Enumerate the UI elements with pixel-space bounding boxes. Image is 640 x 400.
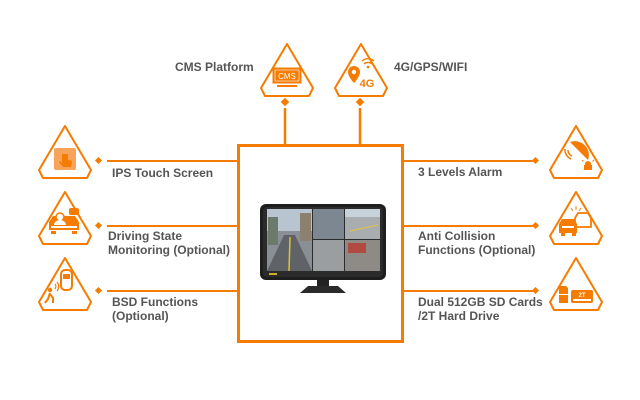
location-4g-wifi-icon: 4G <box>348 58 375 90</box>
bsd-functions-label: BSD Functions (Optional) <box>112 295 198 323</box>
blind-spot-detection-icon <box>44 269 73 304</box>
connectivity-icon-badge: 4G <box>334 43 388 97</box>
touch-screen-icon <box>54 148 76 170</box>
driver-monitoring-icon <box>49 208 79 234</box>
storage-icon: 2T <box>559 286 593 303</box>
driving-state-monitoring-label: Driving State Monitoring (Optional) <box>108 229 230 257</box>
cms-platform-label: CMS Platform <box>175 60 254 74</box>
center-device-box <box>237 144 404 343</box>
storage-label: Dual 512GB SD Cards /2T Hard Drive <box>418 295 543 323</box>
collision-icon <box>559 206 592 236</box>
anti-collision-label: Anti Collision Functions (Optional) <box>418 229 536 257</box>
alarm-icon-badge <box>549 125 603 179</box>
ips-touch-screen-label: IPS Touch Screen <box>112 166 214 180</box>
mdvr-monitor-image <box>260 204 386 293</box>
svg-text:2T: 2T <box>578 293 585 299</box>
connectivity-label: 4G/GPS/WIFI <box>394 60 468 74</box>
three-levels-alarm-label: 3 Levels Alarm <box>418 165 503 179</box>
bsd-icon-badge <box>38 257 92 311</box>
collision-icon-badge <box>549 191 603 245</box>
cms-platform-icon-badge: CMS <box>260 43 314 97</box>
storage-icon-badge: 2T <box>549 257 603 311</box>
cms-monitor-icon: CMS <box>272 67 302 87</box>
touch-screen-icon-badge <box>38 125 92 179</box>
svg-text:4G: 4G <box>360 78 375 90</box>
driver-monitoring-icon-badge <box>38 191 92 245</box>
svg-text:CMS: CMS <box>278 72 296 81</box>
alarm-icon <box>564 141 595 170</box>
